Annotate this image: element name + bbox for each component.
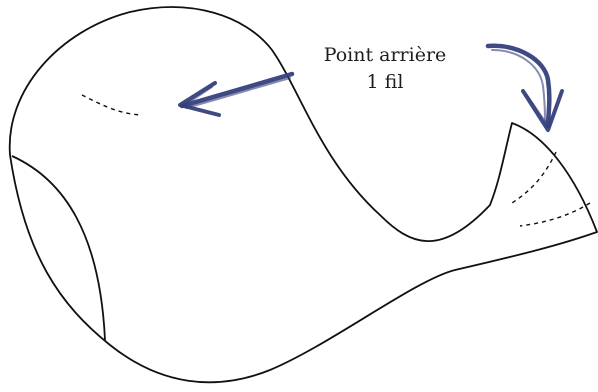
annotation-line-1: Point arrière — [323, 44, 447, 66]
whale-body-outline — [8, 6, 598, 384]
annotation-line-2: 1 fil — [366, 71, 404, 93]
fin-line — [11, 155, 106, 341]
brush-curved-arrow-icon — [485, 43, 564, 132]
tail-stitch-dashed-1 — [511, 151, 557, 204]
tail-stitch-dashed-2 — [519, 202, 591, 227]
eye-stitch-dashed — [81, 94, 143, 116]
brush-arrow-left-icon — [178, 71, 295, 117]
annotation-label: Point arrière 1 fil — [300, 42, 470, 96]
